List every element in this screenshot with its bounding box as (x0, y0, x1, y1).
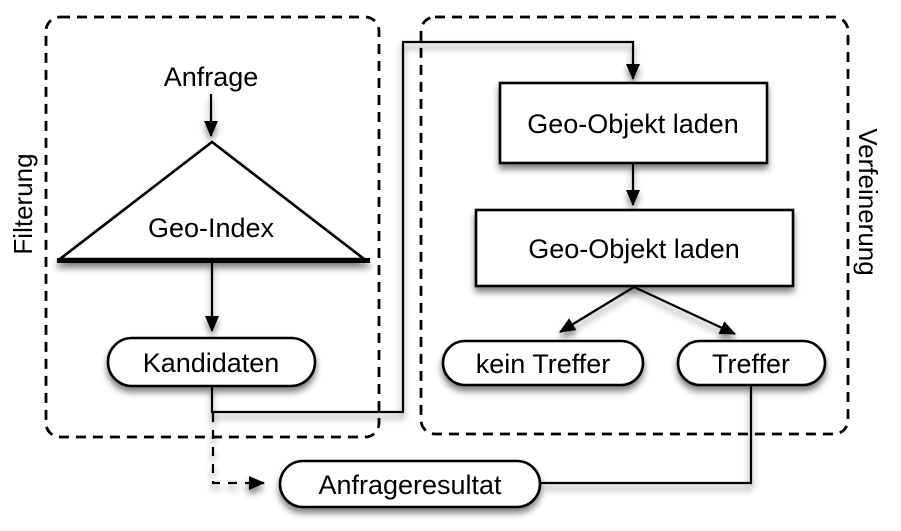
load-bottom-label: Geo-Objekt laden (528, 234, 740, 264)
load-top-rect (498, 81, 769, 165)
verfeinerung-group-box (419, 15, 850, 436)
geo-index-node (56, 140, 370, 263)
treffer-pill (676, 339, 827, 387)
connector-kandidaten-to-load-top (210, 40, 640, 414)
kein-treffer-label: kein Treffer (476, 349, 611, 379)
anfrageresultat-label: Anfrageresultat (318, 470, 502, 500)
anfrage-label: Anfrage (164, 62, 259, 92)
treffer-label: Treffer (712, 349, 790, 379)
connector-kandidaten-to-anfrageresultat-dashed (211, 413, 265, 490)
filterung-group-label: Filterung (8, 153, 38, 254)
kein-treffer-pill (441, 339, 645, 387)
kandidaten-label: Kandidaten (143, 348, 280, 378)
verfeinerung-group-label: Verfeinerung (853, 128, 883, 275)
kandidaten-pill (106, 336, 317, 388)
anfrageresultat-pill (278, 459, 542, 509)
connector-load-bottom-to-treffer (633, 286, 736, 335)
geo-index-label: Geo-Index (148, 213, 275, 243)
connector-load-bottom-to-kein-treffer (559, 286, 635, 333)
load-top-label: Geo-Objekt laden (527, 109, 739, 139)
connector-treffer-to-anfrageresultat (541, 386, 753, 485)
load-bottom-rect (474, 208, 795, 288)
